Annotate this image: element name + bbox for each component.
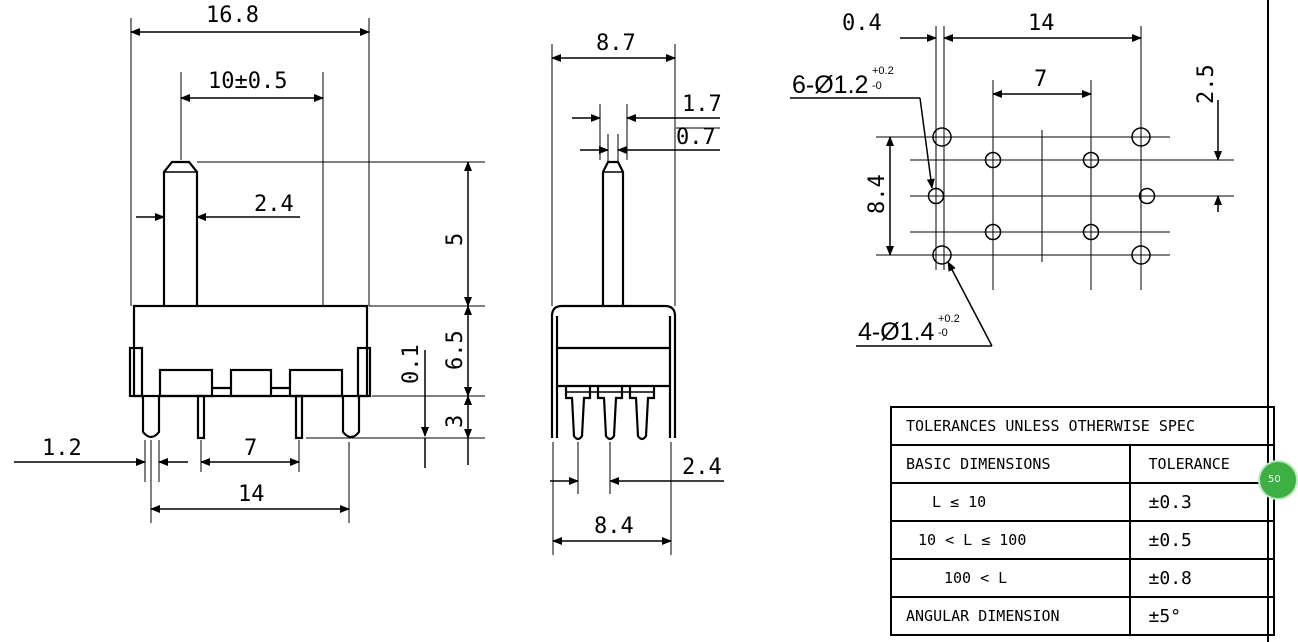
svg-text:-0: -0 — [872, 80, 882, 92]
hole-large — [932, 127, 952, 147]
hole-small — [1082, 223, 1100, 241]
dim-7-footprint: 7 — [1034, 67, 1047, 92]
hole-large — [1131, 127, 1151, 147]
dim-5: 5 — [443, 233, 468, 246]
dim-1-2: 1.2 — [42, 436, 82, 461]
dim-6-5: 6.5 — [443, 330, 468, 370]
svg-text:-0: -0 — [938, 327, 948, 339]
hole-small — [1138, 187, 1156, 205]
dim-8-4-footprint: 8.4 — [865, 174, 890, 214]
dim-1-7: 1.7 — [682, 92, 722, 117]
tolerance-table: TOLERANCES UNLESS OTHERWISE SPEC BASIC D… — [890, 406, 1276, 636]
side-view: 8.7 1.7 0.7 2.4 8.4 — [550, 31, 724, 555]
hole-small — [1082, 151, 1100, 169]
dim-0-1: 0.1 — [399, 344, 424, 384]
dim-7-front: 7 — [244, 436, 257, 461]
dim-14-footprint: 14 — [1028, 11, 1055, 36]
dim-2-5: 2.5 — [1194, 64, 1219, 104]
dim-2-4-front: 2.4 — [254, 192, 294, 217]
hole-small — [927, 187, 945, 205]
callout-6-holes: 6-Ø1.2 — [792, 71, 868, 99]
table-row-range: 10 < L ≤ 100 — [890, 520, 1131, 560]
table-row-tol: ±0.8 — [1128, 558, 1276, 598]
dim-2-4-side: 2.4 — [682, 455, 722, 480]
hole-small — [984, 151, 1002, 169]
table-row-tol: ±5° — [1128, 596, 1276, 636]
front-view: 16.8 10±0.5 2.4 5 6.5 — [14, 3, 485, 523]
table-row-range: 100 < L — [890, 558, 1131, 598]
dim-8-7: 8.7 — [596, 31, 636, 56]
table-row-range: ANGULAR DIMENSION — [890, 596, 1131, 636]
dim-0-7-side: 0.7 — [676, 125, 716, 150]
tolerance-table-header: TOLERANCES UNLESS OTHERWISE SPEC — [890, 406, 1275, 446]
table-row-tol: ±0.5 — [1128, 520, 1276, 560]
dim-14-front: 14 — [238, 482, 265, 507]
callout-4-holes: 4-Ø1.4 — [858, 318, 935, 346]
table-row-range: L ≤ 10 — [890, 482, 1131, 522]
svg-text:+0.2: +0.2 — [872, 65, 894, 77]
hole-large — [1131, 245, 1151, 265]
table-row-tol: ±0.3 — [1128, 482, 1276, 522]
svg-text:+0.2: +0.2 — [938, 313, 960, 325]
dim-8-4-side: 8.4 — [594, 514, 634, 539]
footprint-view: 0.4 14 7 2.5 8.4 — [790, 11, 1234, 347]
hole-small — [984, 223, 1002, 241]
col-tolerance: TOLERANCE — [1128, 444, 1276, 484]
dim-10-tol: 10±0.5 — [208, 69, 287, 94]
dim-0-4: 0.4 — [842, 11, 882, 36]
col-basic-dimensions: BASIC DIMENSIONS — [890, 444, 1131, 484]
page-border — [1267, 0, 1269, 642]
dim-3: 3 — [443, 415, 468, 428]
floating-badge[interactable]: 50 — [1258, 460, 1298, 500]
hole-large — [932, 245, 952, 265]
dim-16-8: 16.8 — [206, 3, 259, 28]
